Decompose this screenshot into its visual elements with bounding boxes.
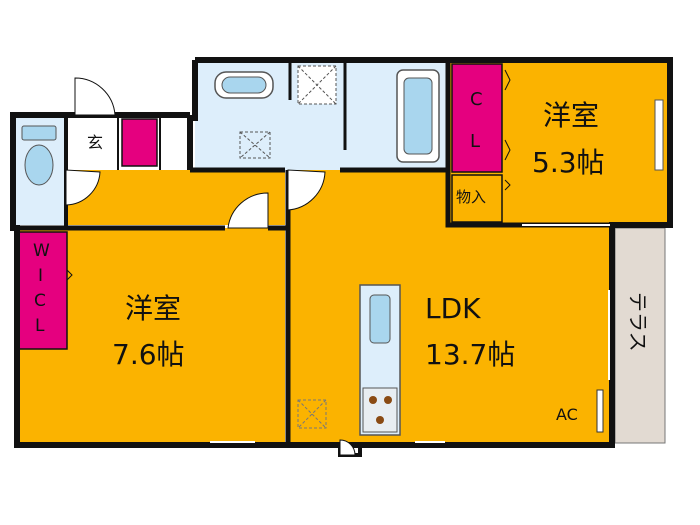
ldk-name: LDK	[425, 292, 481, 325]
walls	[10, 57, 673, 457]
burner-1	[369, 396, 377, 404]
washbasin-bowl	[221, 76, 267, 94]
closet-cl	[451, 63, 503, 173]
shelf-icon	[654, 99, 664, 171]
toilet-bowl-icon	[24, 144, 54, 186]
closet-door-marks	[66, 69, 511, 281]
bath-door-swing	[287, 169, 326, 211]
closet-c-label: C	[470, 89, 483, 110]
entrance-door-swing	[74, 77, 116, 116]
bath-divider-2	[117, 115, 161, 170]
room1-name: 洋室	[543, 99, 599, 132]
storage-closet	[451, 174, 503, 223]
closet-l-label: L	[470, 131, 480, 152]
burner-2	[384, 396, 392, 404]
entrance-closet	[121, 118, 158, 167]
bathtub-basin	[403, 77, 433, 155]
bath-divider-1	[288, 63, 347, 150]
toilet-door-swing	[65, 169, 101, 206]
vent-cross	[239, 131, 271, 159]
storage-label: 物入	[456, 188, 486, 206]
ac-unit-icon	[596, 389, 604, 433]
wic-l-label: L	[35, 316, 45, 336]
doors-windows	[65, 69, 610, 456]
kitchen-sink-icon	[369, 294, 391, 344]
wic-c-label: C	[34, 291, 46, 311]
outer-wall	[10, 57, 673, 448]
ac-label: AC	[556, 405, 578, 424]
stove-icon	[362, 387, 398, 433]
room2-door-swing	[227, 192, 269, 229]
ldk-vent-icon	[297, 399, 327, 429]
room2-name: 洋室	[125, 292, 181, 325]
terrace-label: テラス	[626, 292, 650, 352]
burner-3	[376, 416, 384, 424]
terrace-floor	[614, 227, 666, 444]
wic-closet	[16, 231, 68, 350]
fixtures	[21, 65, 664, 436]
vent-icon	[239, 131, 271, 159]
ldk-door-swing	[339, 439, 356, 456]
toilet-tank-icon	[21, 125, 57, 141]
room1-size: 5.3帖	[532, 146, 605, 179]
wic-i-label: I	[38, 266, 43, 286]
ldk-vent-cross	[297, 399, 327, 429]
labels: 洋室 5.3帖 洋室 7.6帖 LDK 13.7帖 C L 物入 玄 W I C…	[33, 89, 650, 424]
room2-size: 7.6帖	[112, 338, 185, 371]
wic-w-label: W	[33, 241, 50, 261]
entrance-label: 玄	[87, 133, 103, 152]
washer-pan-cross	[297, 65, 337, 105]
entrance-floor	[65, 115, 115, 170]
ldk-size: 13.7帖	[425, 338, 515, 371]
